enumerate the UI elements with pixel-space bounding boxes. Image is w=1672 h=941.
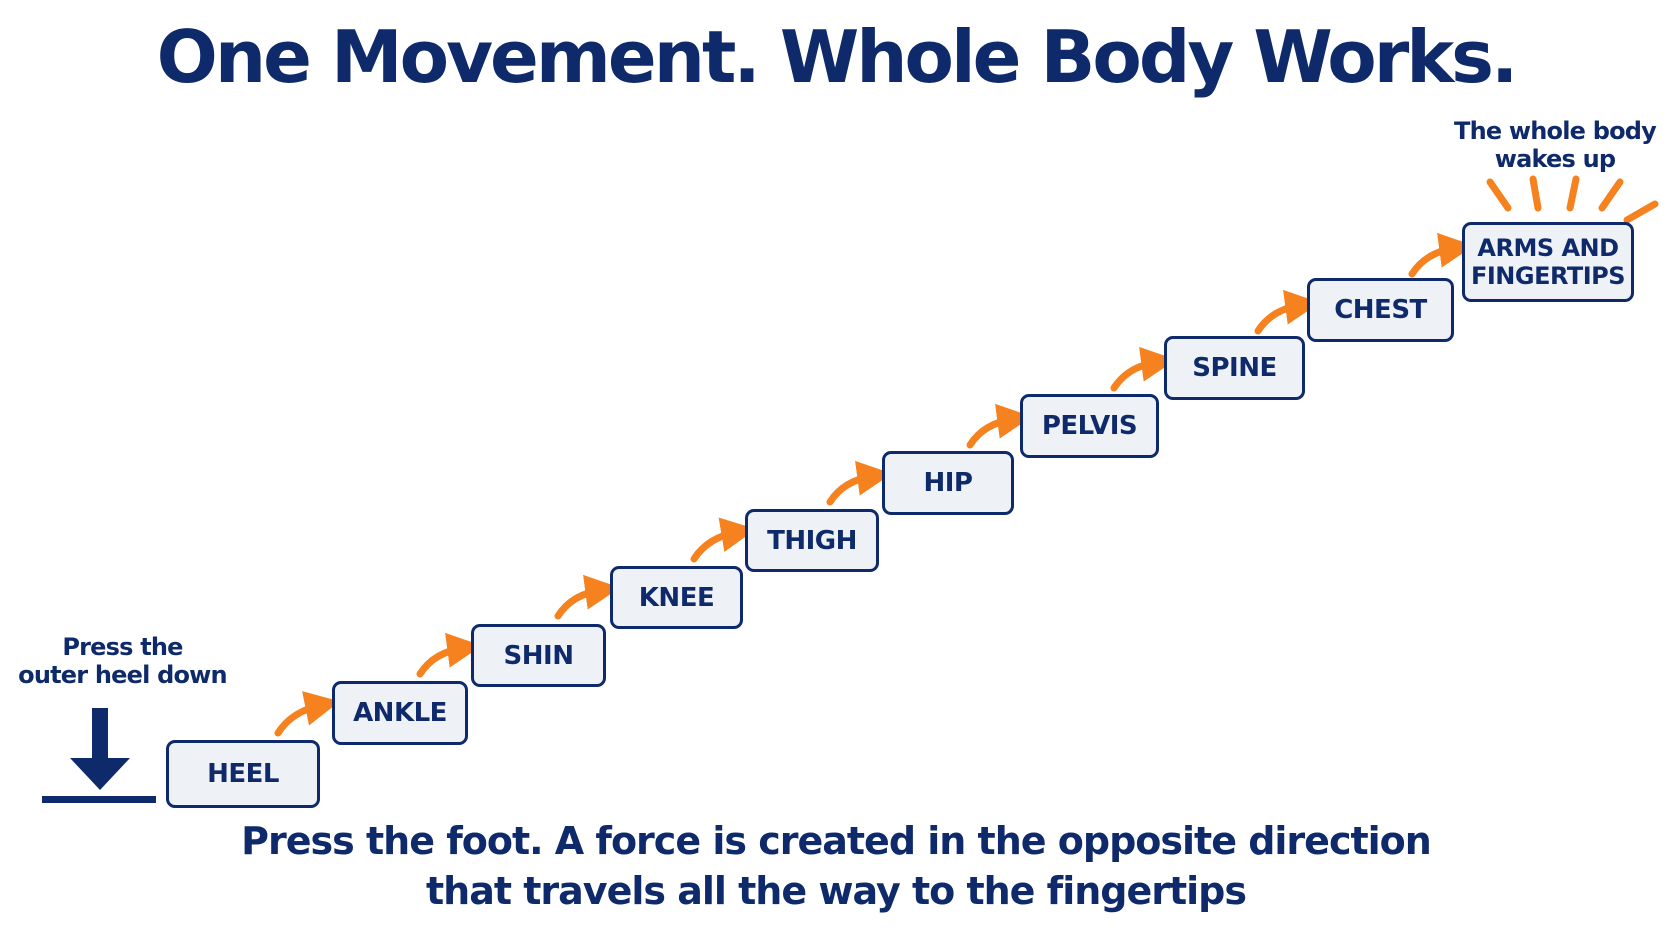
step-label: THIGH [767, 525, 857, 556]
curved-arrow-icon [826, 460, 893, 506]
down-arrow-icon [42, 708, 156, 803]
step-thigh: THIGH [745, 509, 879, 572]
step-label-line1: ARMS AND [1477, 234, 1619, 262]
footer-caption: Press the foot. A force is created in th… [136, 816, 1536, 916]
footer-line1: Press the foot. A force is created in th… [241, 819, 1432, 863]
step-label: CHEST [1334, 295, 1427, 325]
step-label: PELVIS [1041, 411, 1138, 441]
page-title: One Movement. Whole Body Works. [156, 15, 1519, 99]
step-label: HEEL [207, 759, 279, 789]
step-label: HIP [923, 468, 974, 498]
step-label: SHIN [503, 640, 574, 671]
end-note-line1: The whole body [1454, 117, 1657, 145]
step-hip: HIP [882, 451, 1014, 515]
curved-arrow-icon [1110, 346, 1177, 392]
curved-arrow-icon [966, 403, 1033, 449]
step-label: SPINE [1192, 353, 1277, 383]
step-label-line2: FINGERTIPS [1470, 262, 1626, 290]
start-note-line2: outer heel down [18, 661, 227, 689]
curved-arrow-icon [274, 691, 340, 737]
step-arms-and-fingertips: ARMS AND FINGERTIPS [1462, 222, 1634, 302]
curved-arrow-icon [554, 574, 621, 620]
curved-arrow-icon [1254, 289, 1321, 335]
step-pelvis: PELVIS [1020, 394, 1159, 458]
step-chest: CHEST [1307, 278, 1454, 342]
end-note-line2: wakes up [1494, 145, 1616, 173]
footer-line2: that travels all the way to the fingerti… [426, 869, 1247, 913]
curved-arrow-icon [416, 632, 483, 678]
step-heel: HEEL [166, 740, 320, 808]
start-note-line1: Press the [62, 633, 183, 661]
step-knee: KNEE [610, 566, 743, 629]
start-note: Press the outer heel down [10, 633, 235, 689]
curved-arrow-icon [690, 517, 756, 563]
step-shin: SHIN [471, 624, 606, 687]
step-ankle: ANKLE [332, 681, 468, 745]
step-spine: SPINE [1164, 336, 1305, 400]
step-label: ANKLE [353, 698, 447, 728]
step-label: KNEE [638, 582, 715, 613]
end-note: The whole body wakes up [1450, 117, 1660, 173]
curved-arrow-icon [1408, 232, 1475, 278]
burst-rays-icon [1486, 175, 1659, 224]
